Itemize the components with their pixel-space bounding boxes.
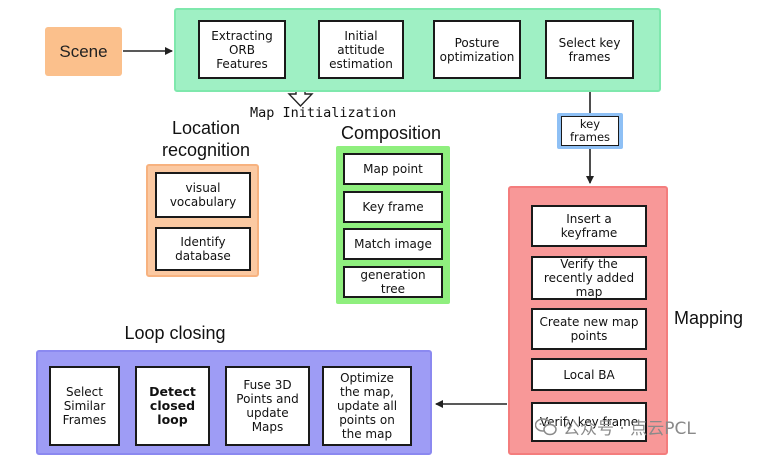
detect-closed-loop-box: Detect closed loop xyxy=(135,366,210,446)
step-select-key-frames: Select key frames xyxy=(545,20,634,79)
visual-vocabulary-box: visual vocabulary xyxy=(155,172,251,218)
item-label: visual vocabulary xyxy=(169,181,237,209)
watermark-text: 公众号 · 点云PCL xyxy=(563,419,696,439)
map-point-box: Map point xyxy=(343,153,443,185)
item-label: Match image xyxy=(354,237,432,251)
item-label: Local BA xyxy=(563,367,615,382)
optimize-map-box: Optimize the map, update all points on t… xyxy=(322,366,412,446)
item-label: Create new map points xyxy=(539,315,639,343)
step-posture-optimization: Posture optimization xyxy=(433,20,521,79)
composition-title: Composition xyxy=(340,123,442,143)
item-label: Verify key frame xyxy=(539,415,639,429)
watermark: 公众号 · 点云PCL xyxy=(535,414,696,439)
generation-tree-box: generation tree xyxy=(343,266,443,298)
location-recognition-title: Location recognition xyxy=(161,118,251,160)
item-label: Optimize the map, update all points on t… xyxy=(336,371,398,441)
item-label: Fuse 3D Points and update Maps xyxy=(236,378,299,434)
step-initial-attitude-estimation: Initial attitude estimation xyxy=(318,20,404,79)
insert-keyframe-box: Insert a keyframe xyxy=(531,205,647,247)
fuse-3d-points-box: Fuse 3D Points and update Maps xyxy=(225,366,310,446)
item-label: generation tree xyxy=(360,268,426,296)
scene-box: Scene xyxy=(45,27,122,76)
create-new-map-points-box: Create new map points xyxy=(531,308,647,350)
item-label: Insert a keyframe xyxy=(560,212,618,240)
wechat-icon xyxy=(535,417,557,435)
verify-recently-added-map-box: Verify the recently added map xyxy=(531,256,647,300)
local-ba-box: Local BA xyxy=(531,358,647,391)
select-similar-frames-box: Select Similar Frames xyxy=(49,366,120,446)
item-label: Select Similar Frames xyxy=(62,385,107,427)
key-frames-box: key frames xyxy=(561,116,619,146)
map-initialization-label: Map Initialization xyxy=(250,105,397,121)
match-image-box: Match image xyxy=(343,228,443,260)
item-label: Key frame xyxy=(362,200,424,214)
step-label: Initial attitude estimation xyxy=(329,28,393,71)
mapping-title: Mapping xyxy=(674,308,744,328)
loop-closing-title: Loop closing xyxy=(124,323,226,343)
step-label: Select key frames xyxy=(558,35,621,64)
step-label: Extracting ORB Features xyxy=(211,28,273,71)
step-extracting-orb-features: Extracting ORB Features xyxy=(198,20,286,79)
item-label: Detect closed loop xyxy=(149,384,196,427)
step-label: Posture optimization xyxy=(439,35,515,64)
identify-database-box: Identify database xyxy=(155,227,251,271)
item-label: Map point xyxy=(363,162,423,176)
item-label: Verify the recently added map xyxy=(543,257,635,299)
key-frame-box: Key frame xyxy=(343,191,443,223)
scene-label: Scene xyxy=(59,41,108,61)
key-frames-label: key frames xyxy=(569,117,611,144)
item-label: Identify database xyxy=(175,235,231,263)
